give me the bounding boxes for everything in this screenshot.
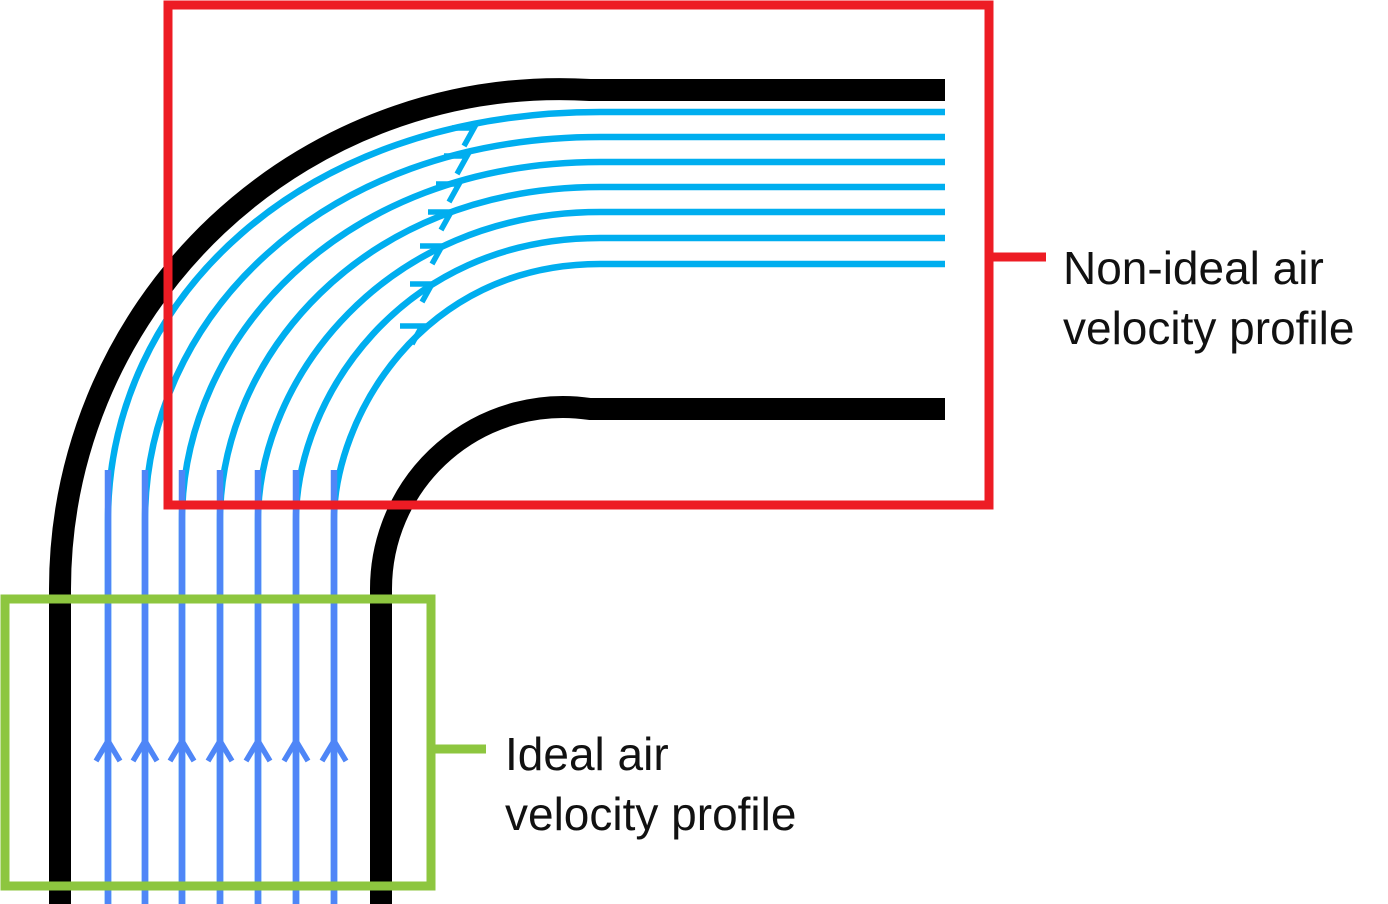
up-arrow-icon xyxy=(130,735,160,763)
ideal-label-line1: Ideal air xyxy=(505,728,669,780)
streamline xyxy=(104,108,945,904)
bend-arrows xyxy=(400,125,479,346)
flow-arrow-icon xyxy=(444,153,472,176)
flow-arrow-icon xyxy=(436,181,464,204)
up-arrow-icon xyxy=(205,735,235,763)
up-arrow-icon xyxy=(319,735,349,763)
flow-arrow-icon xyxy=(428,209,456,232)
non-ideal-label-line1: Non-ideal air xyxy=(1063,242,1324,294)
streamline xyxy=(141,133,945,904)
ideal-label-line2: velocity profile xyxy=(505,788,796,840)
streamlines xyxy=(104,108,945,904)
flow-arrow-icon xyxy=(400,323,427,346)
duct-inner-wall xyxy=(369,396,945,904)
streamline xyxy=(178,158,945,904)
duct-outer-wall xyxy=(48,78,945,904)
streamline xyxy=(292,234,945,904)
upward-arrows xyxy=(93,735,349,763)
streamline xyxy=(254,208,945,904)
non-ideal-label-line2: velocity profile xyxy=(1063,302,1354,354)
up-arrow-icon xyxy=(93,735,123,763)
flow-arrow-icon xyxy=(452,125,479,148)
up-arrow-icon xyxy=(243,735,273,763)
up-arrow-icon xyxy=(281,735,311,763)
up-arrow-icon xyxy=(167,735,197,763)
straight-streamline-segments xyxy=(104,470,338,904)
ideal-region-box xyxy=(0,594,436,891)
streamline xyxy=(216,183,945,904)
flow-arrow-icon xyxy=(410,281,437,304)
flow-arrow-icon xyxy=(420,243,447,266)
